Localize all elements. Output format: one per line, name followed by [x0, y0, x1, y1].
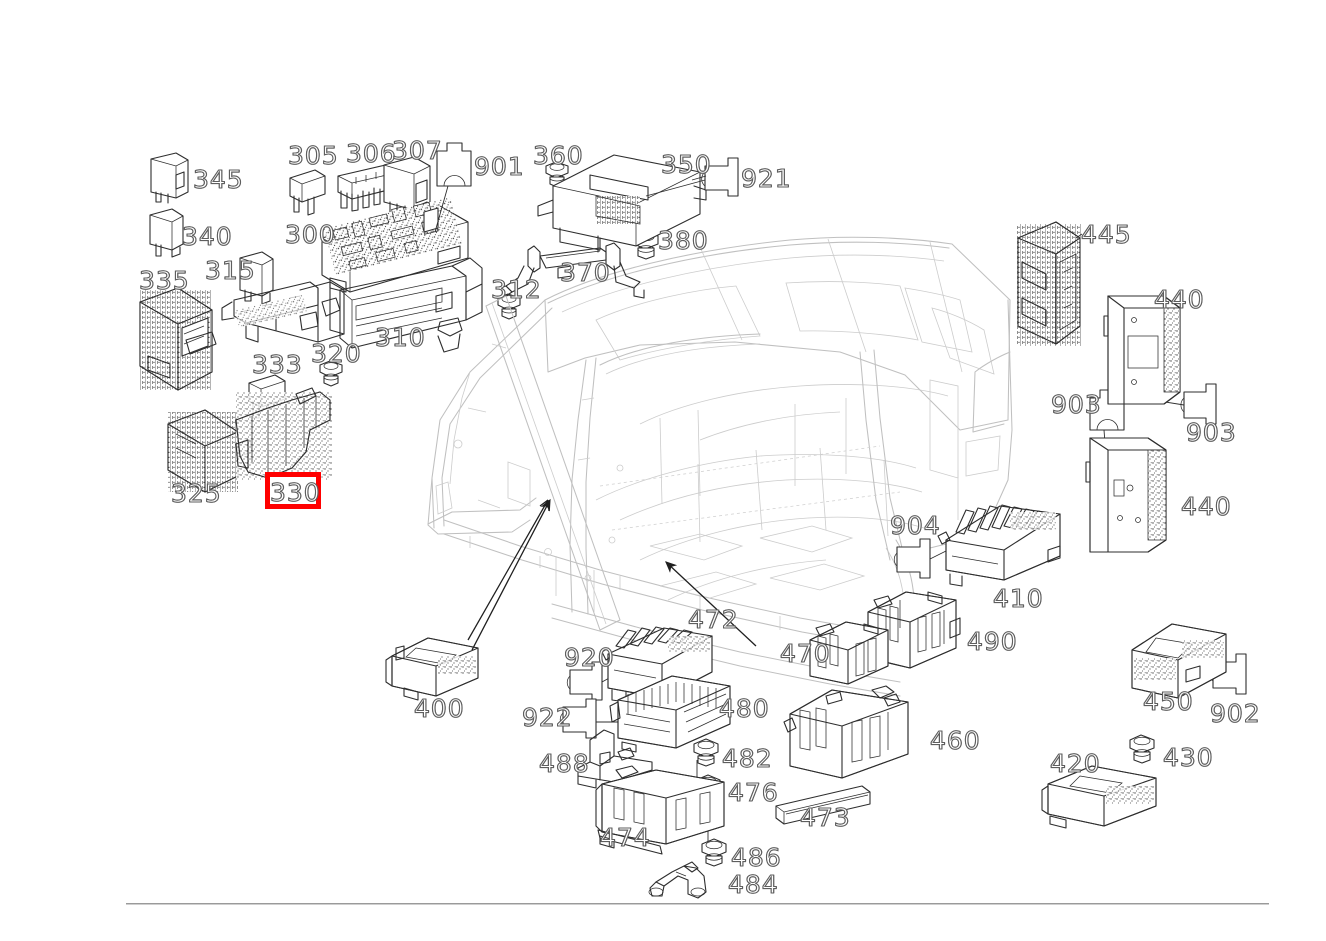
footer-divider	[126, 903, 1269, 905]
part-480-unit	[609, 675, 731, 753]
highlighted-callout-330[interactable]: 330	[265, 472, 321, 509]
callout-label-490[interactable]: 490	[966, 627, 1018, 656]
callout-label-440-lower[interactable]: 440	[1180, 492, 1232, 521]
connector-922	[559, 698, 620, 739]
part-473-strip	[775, 785, 871, 825]
part-440-module-upper	[1103, 295, 1181, 405]
callout-label-335[interactable]: 335	[138, 266, 190, 295]
part-312-nut	[497, 293, 521, 320]
callout-label-360[interactable]: 360	[532, 141, 584, 170]
callout-label-486[interactable]: 486	[730, 843, 782, 872]
callout-label-903-left[interactable]: 903	[1050, 390, 1102, 419]
callout-label-460[interactable]: 460	[929, 726, 981, 755]
part-315-relay	[239, 251, 274, 305]
connector-903-right	[1139, 383, 1217, 425]
callout-label-306[interactable]: 306	[345, 139, 397, 168]
callout-label-420[interactable]: 420	[1049, 749, 1101, 778]
callout-label-904[interactable]: 904	[889, 511, 941, 540]
callout-label-484[interactable]: 484	[727, 870, 779, 899]
callout-label-430[interactable]: 430	[1162, 743, 1214, 772]
callout-label-922[interactable]: 922	[521, 703, 573, 732]
callout-label-320[interactable]: 320	[310, 339, 362, 368]
part-350-module	[537, 154, 707, 253]
callout-label-472[interactable]: 472	[687, 605, 739, 634]
part-420-module	[1041, 765, 1157, 829]
callout-label-325[interactable]: 325	[170, 479, 222, 508]
part-340-relay	[149, 208, 184, 258]
vehicle-body-outline	[427, 236, 1013, 697]
part-300-fuse-board	[321, 196, 469, 293]
part-440-module-lower	[1085, 437, 1167, 553]
callout-label-474[interactable]: 474	[599, 823, 651, 852]
part-445-fuse-block	[1016, 221, 1082, 346]
callout-label-310[interactable]: 310	[374, 323, 426, 352]
part-450-module	[1131, 623, 1227, 699]
part-484-arm	[648, 861, 707, 899]
callout-label-903-right[interactable]: 903	[1185, 418, 1237, 447]
part-370-bracket	[499, 242, 645, 299]
callout-label-476[interactable]: 476	[727, 778, 779, 807]
callout-label-450[interactable]: 450	[1142, 687, 1194, 716]
part-430-nut	[1129, 734, 1155, 764]
callout-label-901[interactable]: 901	[473, 152, 525, 181]
callout-label-921[interactable]: 921	[740, 164, 792, 193]
connector-921	[645, 157, 739, 197]
callout-label-330: 330	[269, 478, 321, 507]
callout-label-473[interactable]: 473	[799, 803, 851, 832]
callout-label-482[interactable]: 482	[721, 744, 773, 773]
callout-label-400[interactable]: 400	[413, 694, 465, 723]
part-486-nut	[701, 838, 727, 867]
callout-label-300[interactable]: 300	[284, 220, 336, 249]
part-330-bracket	[235, 387, 332, 480]
callout-label-380[interactable]: 380	[657, 226, 709, 255]
connector-904	[893, 538, 947, 579]
callout-label-445[interactable]: 445	[1080, 220, 1132, 249]
part-474-tray	[595, 765, 725, 855]
part-310-carrier	[221, 257, 483, 353]
callout-label-305[interactable]: 305	[287, 141, 339, 170]
part-482-nut	[693, 738, 719, 818]
callout-label-902[interactable]: 902	[1209, 699, 1261, 728]
callout-label-345[interactable]: 345	[192, 165, 244, 194]
callout-label-480[interactable]: 480	[718, 694, 770, 723]
part-335-board	[139, 287, 217, 391]
callout-label-307[interactable]: 307	[391, 136, 443, 165]
callout-label-488[interactable]: 488	[538, 749, 590, 778]
part-325-board	[167, 409, 253, 493]
callout-leaders	[467, 175, 1083, 651]
part-345-relay	[150, 152, 189, 204]
callout-label-370[interactable]: 370	[559, 258, 611, 287]
part-320-nut	[319, 360, 343, 387]
callout-label-470[interactable]: 470	[779, 639, 831, 668]
callout-label-333[interactable]: 333	[251, 350, 303, 379]
callout-label-350[interactable]: 350	[660, 150, 712, 179]
part-470-housing	[809, 621, 889, 685]
callout-label-920[interactable]: 920	[563, 643, 615, 672]
part-460-housing	[783, 685, 909, 779]
callout-label-410[interactable]: 410	[992, 584, 1044, 613]
callout-label-312[interactable]: 312	[490, 275, 542, 304]
part-410-finned-unit	[937, 504, 1061, 587]
part-305-fuse	[289, 169, 326, 216]
callout-label-340[interactable]: 340	[181, 222, 233, 251]
part-400-module	[385, 637, 479, 701]
callout-label-315[interactable]: 315	[204, 256, 256, 285]
callout-label-440-upper[interactable]: 440	[1153, 285, 1205, 314]
connector-901	[434, 142, 472, 233]
